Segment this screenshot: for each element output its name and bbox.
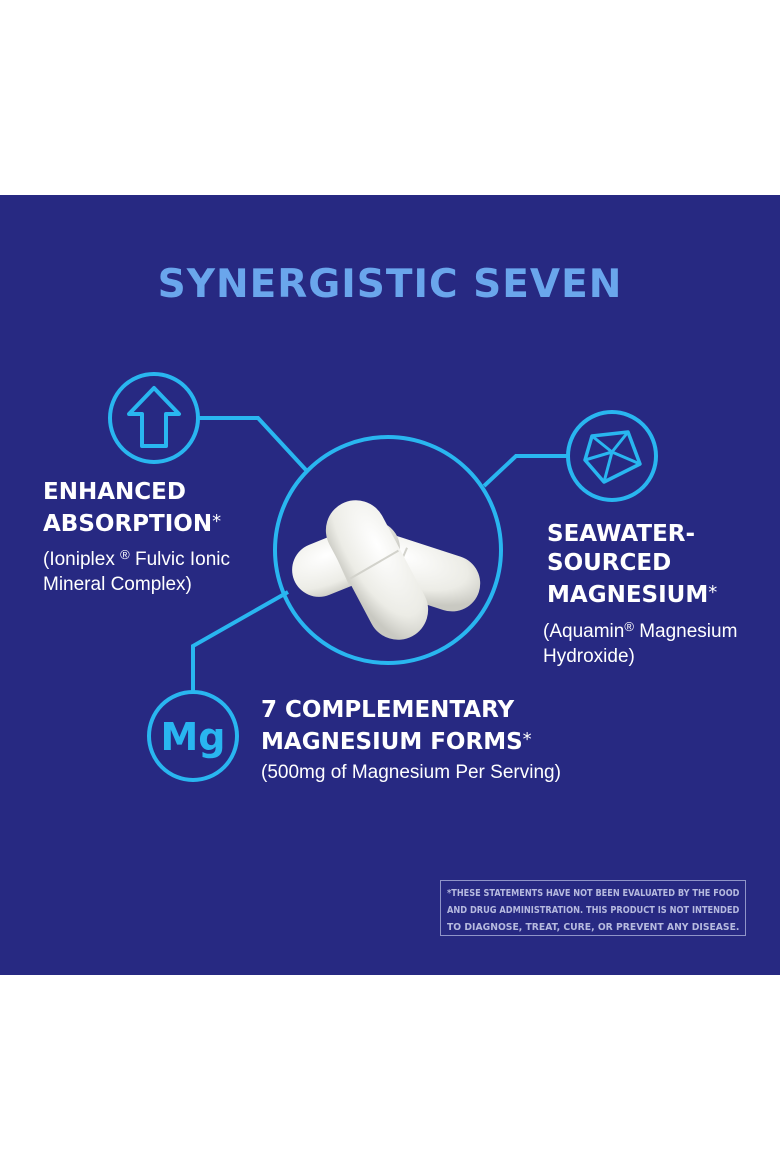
connector-seawater (482, 454, 570, 488)
disclaimer-line-1: *THESE STATEMENTS HAVE NOT BEEN EVALUATE… (447, 888, 740, 899)
forms-marker: * (522, 729, 532, 750)
disclaimer-line-2: AND DRUG ADMINISTRATION. THIS PRODUCT IS… (447, 905, 740, 916)
capsule-front (325, 500, 429, 640)
absorption-heading-line-1: ENHANCED (43, 479, 186, 505)
seawater-heading-line-1: SEAWATER- (547, 521, 696, 547)
center-ring (273, 435, 503, 665)
arrow-up-icon (108, 372, 200, 464)
connector-absorption (198, 416, 308, 472)
absorption-sub-a: (Ioniplex (43, 549, 115, 570)
absorption-sub-b: Fulvic Ionic (129, 549, 231, 570)
forms-description: (500mg of Magnesium Per Serving) (261, 762, 561, 783)
absorption-reg: ® (120, 547, 130, 562)
seawater-marker: * (708, 582, 718, 603)
absorption-heading: ENHANCED ABSORPTION* (43, 478, 221, 539)
seawater-sub-b: Magnesium (633, 621, 738, 642)
disclaimer-line-3: TO DIAGNOSE, TREAT, CURE, OR PREVENT ANY… (447, 922, 740, 933)
seawater-heading-line-2: SOURCED (547, 550, 672, 576)
seawater-reg: ® (624, 619, 634, 634)
forms-heading-line-2: MAGNESIUM FORMS (261, 729, 523, 755)
crystal-icon (566, 410, 658, 502)
forms-heading-line-1: 7 COMPLEMENTARY (261, 697, 515, 723)
absorption-description: (Ioniplex ® Fulvic Ionic Mineral Complex… (43, 542, 230, 597)
magnesium-icon: Mg (147, 690, 239, 782)
absorption-sub-line-2: Mineral Complex) (43, 574, 192, 595)
forms-heading: 7 COMPLEMENTARY MAGNESIUM FORMS* (261, 696, 532, 757)
absorption-marker: * (212, 511, 222, 532)
seawater-sub-a: (Aquamin (543, 621, 625, 642)
connector-forms (191, 590, 289, 692)
seawater-description: (Aquamin® Magnesium Hydroxide) (543, 614, 737, 669)
seawater-heading: SEAWATER- SOURCED MAGNESIUM* (547, 520, 717, 610)
page-title: SYNERGISTIC SEVEN (157, 262, 623, 307)
absorption-heading-line-2: ABSORPTION (43, 511, 213, 537)
seawater-heading-line-3: MAGNESIUM (547, 582, 709, 608)
fda-disclaimer: *THESE STATEMENTS HAVE NOT BEEN EVALUATE… (440, 880, 746, 936)
magnesium-symbol: Mg (160, 715, 225, 759)
seawater-sub-line-2: Hydroxide) (543, 646, 635, 667)
